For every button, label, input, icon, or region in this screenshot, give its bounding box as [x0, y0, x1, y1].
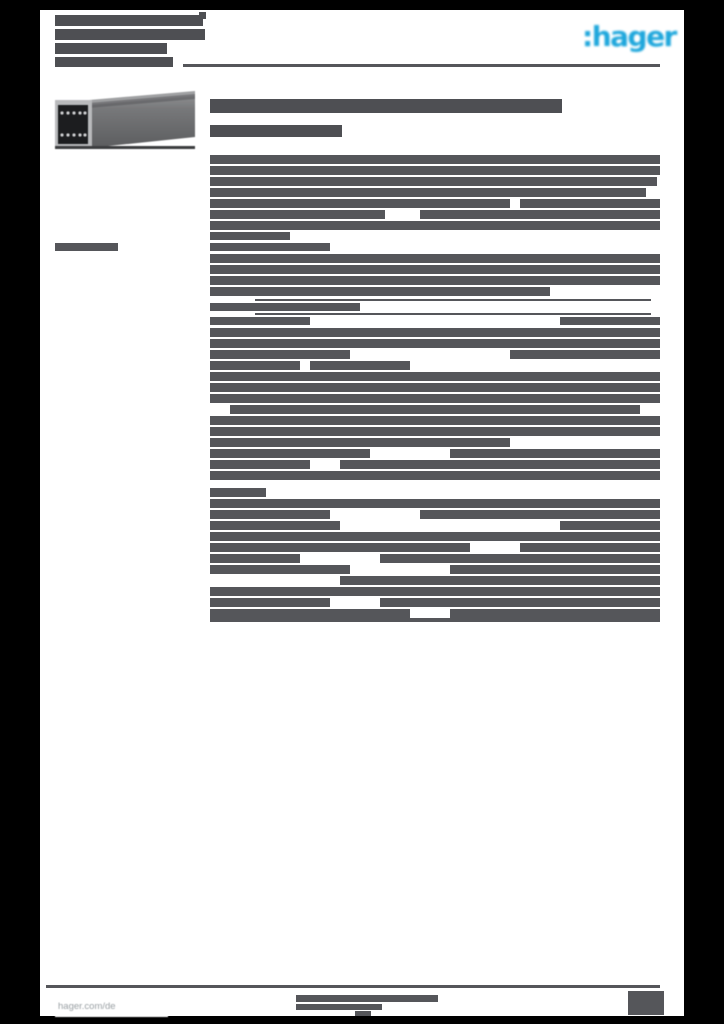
header-rule	[183, 64, 660, 67]
trunking-front-face	[89, 96, 195, 148]
redacted-text-bar	[210, 317, 310, 325]
redacted-text-bar	[210, 166, 660, 175]
product-subtitle	[210, 125, 342, 137]
redacted-text-bar	[210, 287, 550, 296]
redacted-text-bar	[210, 521, 340, 530]
redacted-text-bar	[210, 394, 660, 403]
redacted-text-bar	[210, 565, 350, 574]
redacted-text-bar	[450, 449, 660, 458]
redacted-text-bar	[210, 554, 300, 563]
divider-rule	[210, 618, 660, 622]
redacted-text-bar	[560, 521, 660, 530]
redacted-text-bar	[450, 609, 660, 618]
margin-label	[55, 243, 118, 251]
redacted-text-bar	[210, 232, 290, 240]
footer-site-link[interactable]: hager.com/de	[55, 995, 168, 1017]
redacted-text-bar	[210, 303, 360, 311]
header-title-superscript	[199, 12, 206, 19]
trunking-end-opening	[58, 105, 88, 144]
redacted-text-bar	[210, 243, 330, 251]
trunking-teeth-edge	[89, 94, 195, 108]
redacted-text-bar	[210, 427, 660, 436]
redacted-text-bar	[210, 328, 660, 337]
redacted-text-bar	[560, 317, 660, 325]
redacted-text-bar	[340, 576, 660, 585]
redacted-text-bar	[210, 155, 660, 164]
redacted-text-bar	[210, 598, 330, 607]
footer-rule	[46, 985, 660, 988]
redacted-text-bar	[210, 188, 646, 197]
header-title-line	[55, 57, 173, 67]
redacted-text-bar	[210, 416, 660, 425]
trunking-bottom-shadow	[55, 146, 195, 149]
redacted-text-bar	[380, 598, 660, 607]
header-title-line	[55, 29, 205, 40]
redacted-text-bar	[380, 554, 660, 563]
redacted-text-bar	[210, 449, 370, 458]
redacted-text-bar	[210, 609, 410, 618]
product-title	[210, 99, 562, 113]
redacted-text-bar	[210, 221, 660, 230]
redacted-text-bar	[210, 276, 660, 285]
redacted-text-bar	[210, 372, 660, 381]
hager-logo: :hager	[582, 20, 677, 53]
redacted-text-bar	[210, 587, 660, 596]
redacted-text-bar	[210, 350, 350, 359]
header-title-line	[55, 43, 167, 54]
redacted-text-bar	[210, 471, 660, 480]
redacted-text-bar	[210, 499, 660, 508]
redacted-text-bar	[210, 265, 660, 274]
redacted-text-bar	[210, 510, 330, 519]
divider-rule	[255, 313, 651, 315]
redacted-text-bar	[230, 405, 640, 414]
redacted-text-bar	[450, 565, 660, 574]
redacted-text-bar	[210, 361, 300, 370]
redacted-text-bar	[520, 199, 660, 208]
redacted-text-bar	[310, 361, 410, 370]
redacted-text-bar	[210, 438, 510, 447]
redacted-text-bar	[210, 254, 660, 263]
section-heading	[210, 488, 266, 497]
redacted-text-bar	[210, 543, 470, 552]
redacted-text-bar	[420, 510, 660, 519]
divider-rule	[255, 299, 651, 301]
redacted-text-bar	[210, 177, 657, 186]
product-photo-cable-trunking	[55, 91, 195, 149]
redacted-text-bar	[210, 210, 385, 219]
redacted-text-bar	[520, 543, 660, 552]
footer-text-line	[296, 995, 438, 1002]
redacted-text-bar	[510, 350, 660, 359]
redacted-text-bar	[420, 210, 660, 219]
redacted-text-bar	[210, 532, 660, 541]
footer-page-number-block	[628, 991, 664, 1015]
header-title-line	[55, 15, 203, 26]
footer-text-line	[296, 1004, 382, 1010]
trunking-perforation-dots	[60, 111, 87, 137]
redacted-text-bar	[210, 199, 510, 208]
redacted-text-bar	[340, 460, 660, 469]
redacted-text-bar	[210, 339, 660, 348]
footer-text-line	[355, 1011, 371, 1016]
redacted-text-bar	[210, 383, 660, 392]
redacted-text-bar	[210, 460, 310, 469]
